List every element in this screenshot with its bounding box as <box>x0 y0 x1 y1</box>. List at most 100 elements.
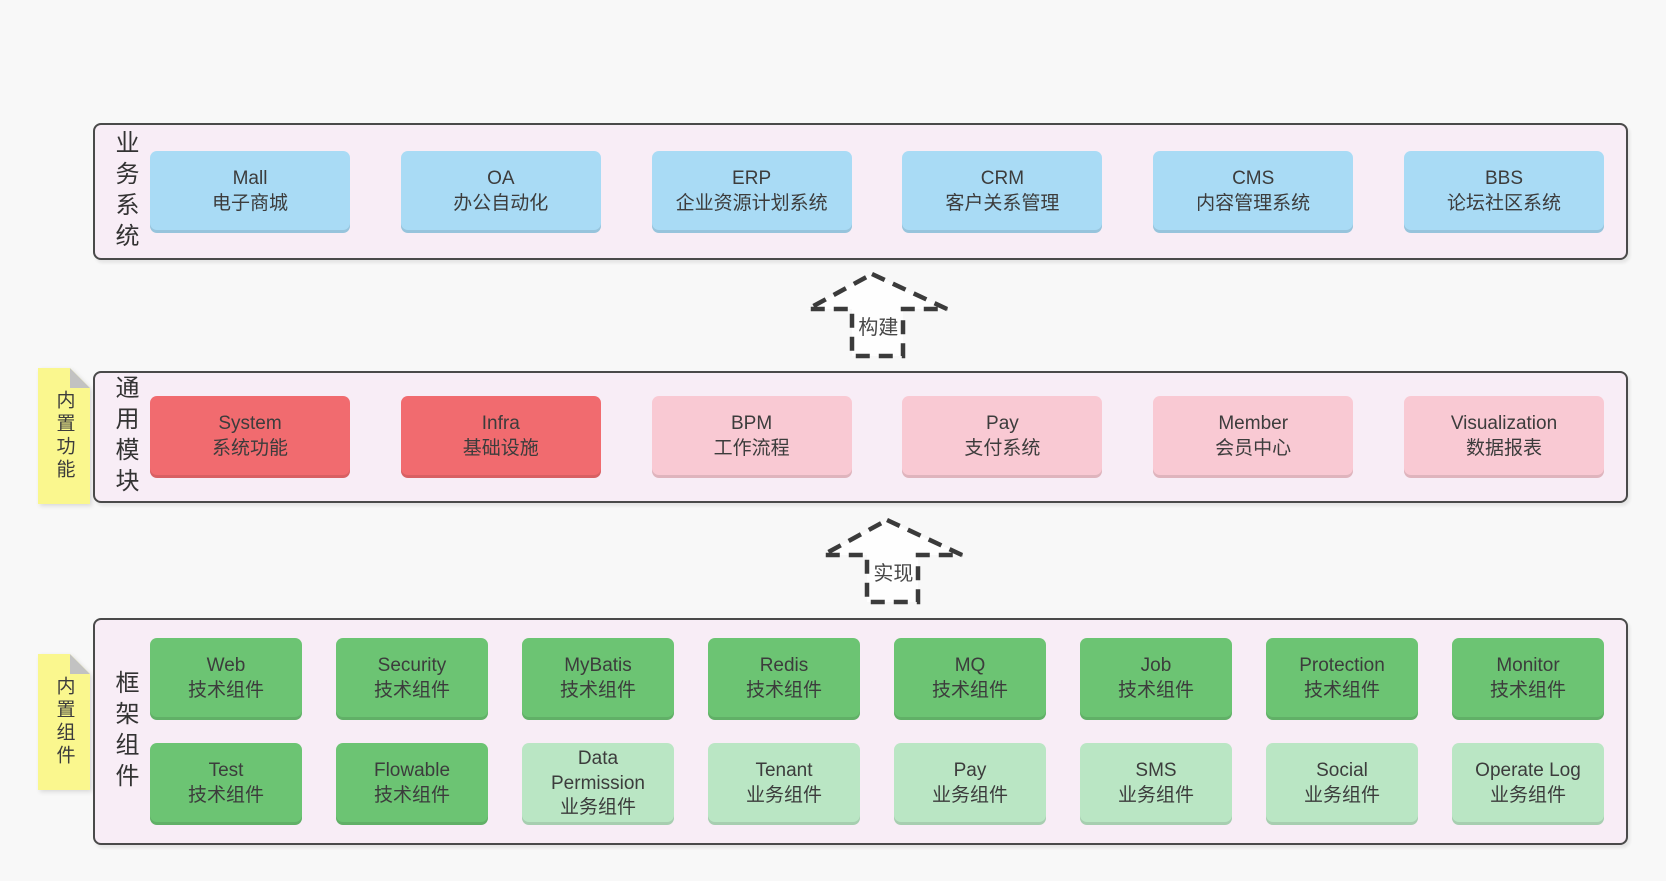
box-desc: 内容管理系统 <box>1196 192 1311 214</box>
box-name: SMS <box>1135 760 1177 782</box>
business-system-box: OA 办公自动化 <box>400 150 601 233</box>
box-desc: 技术组件 <box>931 680 1008 701</box>
business-systems-panel: 业务系统 Mall 电子商城 OA 办公自动化 ERP 企业资源计划系统 <box>93 123 1628 260</box>
box-name: System <box>218 413 282 435</box>
box-name: Tenant <box>755 760 813 782</box>
box-desc: 技术组件 <box>559 680 636 701</box>
builtin-functions-note: 内置功能 <box>38 368 90 504</box>
module-box: Member 会员中心 <box>1153 396 1354 478</box>
box-name: Social <box>1316 760 1368 782</box>
common-modules-label: 通用模块 <box>111 375 138 499</box>
box-desc: 电子商城 <box>211 192 288 214</box>
box-name: Job <box>1140 655 1172 677</box>
module-box: Pay 支付系统 <box>902 396 1103 478</box>
box-name: Monitor <box>1496 655 1560 677</box>
business-system-box: CMS 内容管理系统 <box>1153 150 1354 233</box>
box-name: Visualization <box>1450 413 1558 435</box>
component-box: Social 业务组件 <box>1266 743 1418 825</box>
business-systems-label: 业务系统 <box>111 129 138 254</box>
box-name: Member <box>1218 413 1289 435</box>
component-box: Web 技术组件 <box>150 638 302 720</box>
box-desc: 技术组件 <box>1489 680 1566 701</box>
box-desc: 技术组件 <box>1117 680 1194 701</box>
box-desc: 业务组件 <box>559 797 636 819</box>
module-box: Infra 基础设施 <box>400 396 601 478</box>
business-system-box: Mall 电子商城 <box>150 150 350 233</box>
box-desc: 技术组件 <box>187 785 264 806</box>
box-desc: 企业资源计划系统 <box>675 192 828 214</box>
box-desc: 技术组件 <box>745 680 822 701</box>
note-text: 内置功能 <box>53 390 75 482</box>
component-box: Data Permission 业务组件 <box>522 743 674 825</box>
box-name: Test <box>208 760 244 782</box>
module-box: Visualization 数据报表 <box>1403 396 1604 478</box>
box-desc: 基础设施 <box>462 438 539 459</box>
box-desc: 业务组件 <box>1489 785 1566 806</box>
box-name: ERP <box>732 167 772 189</box>
component-box: Test 技术组件 <box>150 743 302 825</box>
component-box: SMS 业务组件 <box>1080 743 1232 825</box>
box-desc: 业务组件 <box>745 785 822 806</box>
build-arrow-label: 构建 <box>856 311 901 340</box>
note-text: 内置组件 <box>53 676 75 768</box>
box-name: Pay <box>986 413 1019 435</box>
box-desc: 会员中心 <box>1215 438 1292 459</box>
box-desc: 业务组件 <box>931 785 1008 806</box>
component-box: Redis 技术组件 <box>708 638 860 720</box>
box-name: Data Permission <box>551 747 645 794</box>
box-desc: 数据报表 <box>1465 438 1542 459</box>
box-desc: 业务组件 <box>1117 785 1194 806</box>
box-desc: 技术组件 <box>187 680 264 701</box>
box-desc: 客户关系管理 <box>945 192 1060 214</box>
box-desc: 技术组件 <box>373 785 450 806</box>
component-box: Pay 业务组件 <box>894 743 1046 825</box>
component-box: MQ 技术组件 <box>894 638 1046 720</box>
business-system-box: ERP 企业资源计划系统 <box>651 150 852 233</box>
component-box: Monitor 技术组件 <box>1452 638 1604 720</box>
component-box: Security 技术组件 <box>336 638 488 720</box>
box-name: Security <box>377 655 447 677</box>
component-box: MyBatis 技术组件 <box>522 638 674 720</box>
box-name: BPM <box>731 413 773 435</box>
box-name: Flowable <box>373 760 451 782</box>
box-name: Mall <box>232 167 268 189</box>
business-systems-row: Mall 电子商城 OA 办公自动化 ERP 企业资源计划系统 CRM 客户关系… <box>150 150 1604 233</box>
box-name: Redis <box>759 655 809 677</box>
box-name: Web <box>206 655 246 677</box>
box-desc: 工作流程 <box>713 438 790 459</box>
common-modules-row: System 系统功能 Infra 基础设施 BPM 工作流程 Pay 支付系统 <box>150 396 1604 478</box>
component-box: Tenant 业务组件 <box>708 743 860 825</box>
builtin-components-note: 内置组件 <box>38 654 90 790</box>
build-arrow: 构建 <box>806 271 948 359</box>
common-modules-panel: 通用模块 System 系统功能 Infra 基础设施 BPM 工作流程 <box>93 371 1628 503</box>
box-desc: 办公自动化 <box>453 192 549 214</box>
framework-components-label: 框架组件 <box>111 669 138 794</box>
box-name: CRM <box>980 167 1025 189</box>
box-desc: 技术组件 <box>373 680 450 701</box>
framework-rows: Web 技术组件 Security 技术组件 MyBatis 技术组件 <box>150 638 1604 825</box>
note-fold-icon <box>70 368 90 388</box>
box-desc: 系统功能 <box>211 438 288 459</box>
framework-row-1: Web 技术组件 Security 技术组件 MyBatis 技术组件 <box>150 638 1604 720</box>
business-system-box: BBS 论坛社区系统 <box>1403 150 1604 233</box>
box-name: OA <box>487 167 515 189</box>
component-box: Flowable 技术组件 <box>336 743 488 825</box>
box-name: Operate Log <box>1475 760 1581 782</box>
box-name: Protection <box>1299 655 1385 677</box>
box-name: Pay <box>953 760 987 782</box>
box-name: MQ <box>954 655 986 677</box>
box-name: Infra <box>481 413 520 435</box>
module-box: BPM 工作流程 <box>651 396 852 478</box>
framework-row-2: Test 技术组件 Flowable 技术组件 Data Permission … <box>150 743 1604 825</box>
box-desc: 支付系统 <box>964 438 1041 459</box>
box-desc: 业务组件 <box>1303 785 1380 806</box>
box-name: BBS <box>1484 167 1523 189</box>
business-system-box: CRM 客户关系管理 <box>902 150 1103 233</box>
note-fold-icon <box>70 654 90 674</box>
box-desc: 论坛社区系统 <box>1446 192 1561 214</box>
implement-arrow: 实现 <box>821 517 963 605</box>
component-box: Protection 技术组件 <box>1266 638 1418 720</box>
box-name: CMS <box>1232 167 1275 189</box>
box-name: MyBatis <box>564 655 632 677</box>
